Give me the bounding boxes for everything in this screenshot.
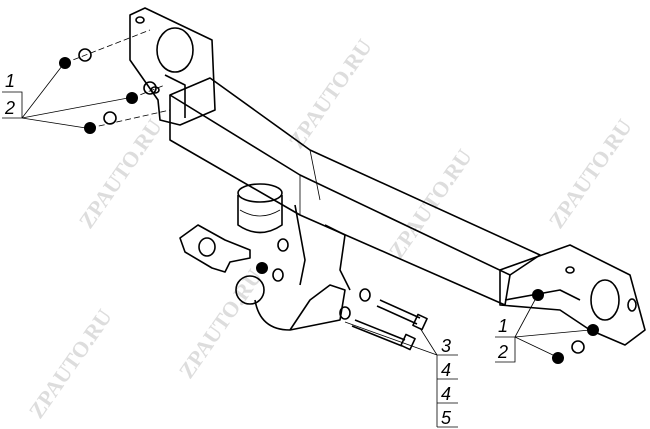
watermark: ZPAUTO.RU [384, 144, 477, 262]
right-bracket [499, 244, 646, 346]
callouts: 1 2 1 2 3 4 4 5 [4, 71, 508, 428]
callout-5: 5 [441, 408, 452, 428]
watermark: ZPAUTO.RU [284, 34, 377, 152]
watermark: ZPAUTO.RU [174, 264, 267, 382]
callout-1-right: 1 [498, 316, 508, 336]
callout-2-left: 2 [4, 98, 15, 118]
socket-bracket [179, 224, 251, 273]
ball-mount [235, 204, 351, 331]
watermark: ZPAUTO.RU [544, 114, 637, 232]
callout-3: 3 [441, 336, 451, 356]
ball-cover [237, 183, 283, 234]
callout-1-left: 1 [5, 71, 15, 91]
fasteners [59, 29, 599, 364]
callout-2-right: 2 [497, 342, 508, 362]
watermark: ZPAUTO.RU [24, 304, 117, 422]
callout-4b: 4 [441, 384, 451, 404]
left-bracket [129, 7, 216, 126]
callout-4a: 4 [441, 360, 451, 380]
leader-lines [2, 65, 591, 428]
bolts [351, 299, 428, 351]
